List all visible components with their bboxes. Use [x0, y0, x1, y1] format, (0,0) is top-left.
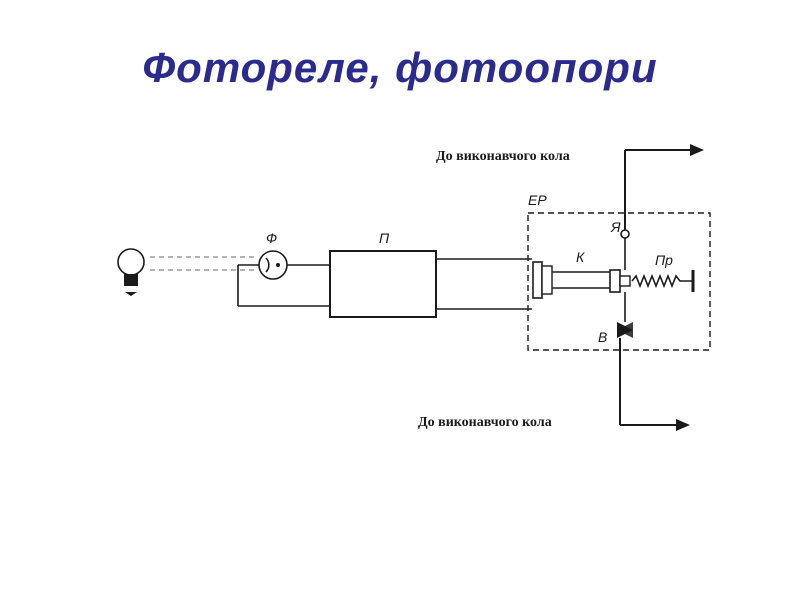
terminal-contact — [617, 322, 633, 425]
to-circuit-top-label: До виконавчого кола — [436, 149, 570, 164]
contact-rod — [620, 150, 630, 322]
arrow-right-icon — [625, 144, 704, 156]
wiring-amplifier — [436, 258, 532, 310]
photocell-icon — [258, 250, 288, 280]
arrow-right-icon-bottom — [620, 419, 690, 431]
contact-label: К — [576, 249, 585, 265]
page-title: Фотореле, фотоопори — [142, 44, 658, 91]
to-circuit-bottom-label: До виконавчого кола — [418, 415, 552, 430]
spring-label: Пр — [655, 252, 673, 268]
terminal-label: В — [598, 329, 607, 345]
relay-coil — [532, 261, 610, 299]
light-rays — [150, 256, 258, 271]
relay-label: ЕР — [528, 192, 547, 208]
wiring-photocell — [237, 264, 330, 307]
amplifier-label: П — [379, 230, 390, 246]
anchor-label: Я — [610, 219, 621, 235]
armature — [609, 269, 631, 293]
spring-icon — [631, 270, 695, 292]
amplifier-box — [329, 250, 437, 318]
light-bulb-icon — [117, 248, 145, 296]
photo-label: Ф — [266, 230, 277, 246]
